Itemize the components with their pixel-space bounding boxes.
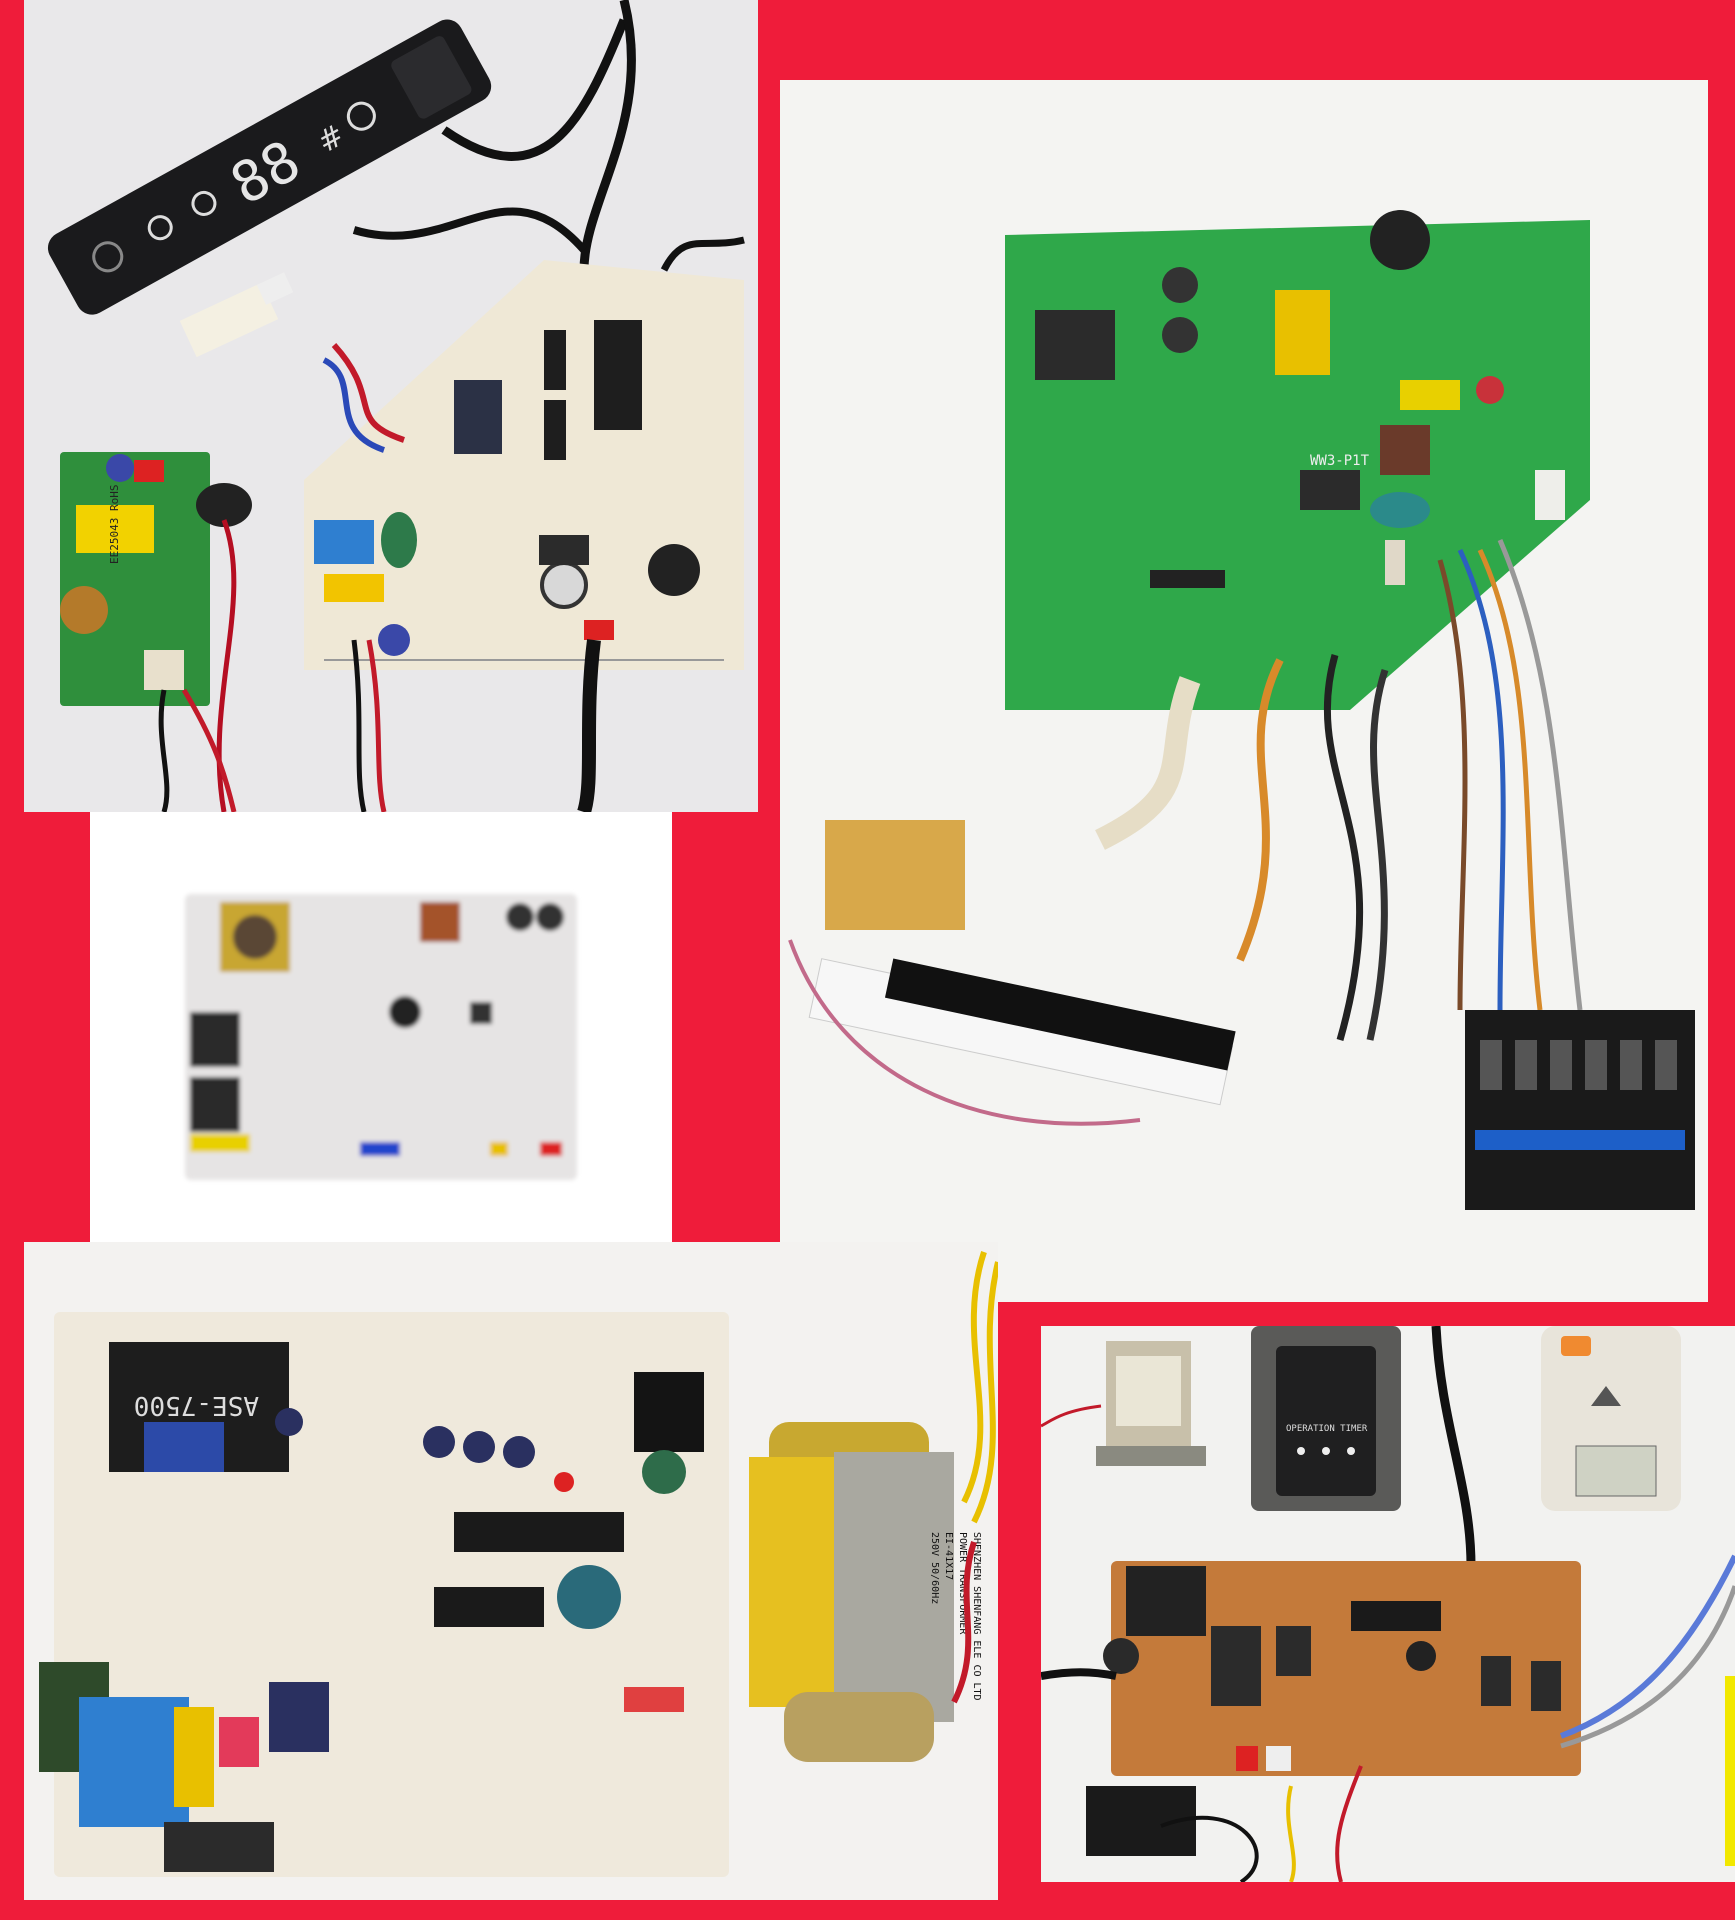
mode-icon — [147, 215, 173, 241]
relay-label: ASE-7500 — [134, 1390, 259, 1420]
black-cable — [352, 207, 587, 253]
black-wire — [351, 639, 367, 812]
orange-wire — [1477, 548, 1543, 1011]
photo-display-and-boards-drawing: 88 # EE25043 RoHS — [47, 0, 745, 812]
photo-orange-board-drawing: OPERATION TIMER — [1041, 1326, 1735, 1882]
yellow-wire — [971, 1261, 998, 1524]
red-wire — [331, 342, 405, 443]
blue-wire — [1559, 1554, 1735, 1739]
timer-label: OPERATION TIMER — [1286, 1424, 1368, 1434]
photo-orange-board: OPERATION TIMER — [1041, 1326, 1735, 1882]
small-sensor-board — [825, 820, 965, 930]
power-transformer: SHENZHEN SHENFANG ELE CO LTD POWER TRANS… — [749, 1422, 982, 1762]
white-display-strip — [808, 958, 1236, 1106]
photo-green-board: WW3-P1T — [780, 80, 1708, 1302]
microcontroller-chip — [454, 1512, 624, 1552]
transformer-line-2: POWER TRANSFORMER — [957, 1532, 968, 1635]
black-wire — [158, 689, 170, 812]
pink-wire — [788, 939, 1141, 1126]
cream-main-board — [304, 260, 744, 670]
black-sensor-wire — [1323, 654, 1364, 1041]
thick-black-cable — [577, 639, 601, 812]
grey-wire — [1560, 1585, 1735, 1749]
board-code: WW3-P1T — [1310, 453, 1370, 469]
power-icon — [191, 190, 217, 216]
transformer-line-1: SHENZHEN SHENFANG ELE CO LTD — [971, 1532, 982, 1701]
blue-wire — [322, 357, 385, 453]
red-wire — [366, 639, 387, 812]
black-cable — [579, 0, 636, 271]
terminal-block — [1465, 1010, 1695, 1210]
black-cable — [660, 236, 745, 272]
operation-timer: OPERATION TIMER — [1251, 1326, 1401, 1511]
display-panel: 88 # — [47, 19, 492, 315]
orange-wire-bundle — [1236, 658, 1284, 962]
yellow-wire — [961, 1251, 987, 1504]
timer-icon — [346, 101, 376, 131]
photo-green-board-drawing: WW3-P1T — [788, 210, 1695, 1210]
photo-blurred-board-drawing — [185, 894, 577, 1180]
cream-control-board: ASE-7500 — [39, 1312, 729, 1877]
photo-blurred-board — [90, 812, 672, 1262]
green-power-board: EE25043 RoHS — [60, 452, 252, 706]
small-transformer — [1096, 1341, 1206, 1466]
photo-cream-board-transformer-drawing: ASE-7500 SHENZHE — [39, 1251, 998, 1877]
yellow-transformer — [1275, 290, 1330, 375]
orange-control-board — [1103, 1561, 1581, 1776]
grey-wire — [1497, 539, 1583, 1011]
black-cable — [441, 18, 629, 161]
remote-control — [1541, 1326, 1681, 1511]
green-control-board: WW3-P1T — [1005, 210, 1590, 710]
svg-text:SHENZHEN SHENFANG ELE CO LTD: SHENZHEN SHENFANG ELE CO LTD POWER TRANS… — [929, 1532, 982, 1707]
red-wire — [181, 688, 237, 812]
blurred-control-board — [185, 894, 577, 1180]
ribbon-cable — [1095, 676, 1201, 850]
transformer-label: EE25043 RoHS — [108, 485, 121, 564]
transformer-line-4: 250V 50/60Hz — [929, 1532, 940, 1604]
black-cable — [1431, 1326, 1476, 1567]
blue-wire — [1457, 548, 1506, 1011]
transformer-line-3: EI-41X17 — [943, 1532, 954, 1580]
photo-cream-board-transformer: ASE-7500 SHENZHE — [24, 1242, 998, 1900]
photo-display-and-boards: 88 # EE25043 RoHS — [24, 0, 758, 812]
small-connector-board — [179, 282, 279, 358]
red-wire — [951, 1541, 977, 1704]
brown-wire — [1437, 559, 1468, 1011]
black-sensor-wire — [1366, 668, 1389, 1041]
